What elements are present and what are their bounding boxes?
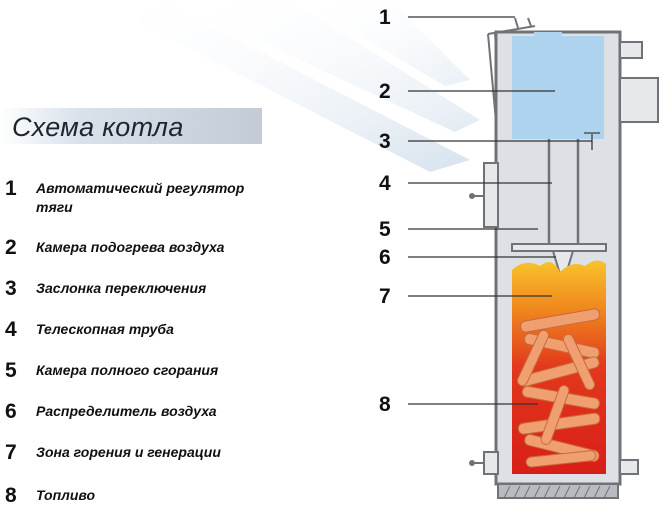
legend-label: Телескопная труба xyxy=(36,321,174,337)
callout-1: 1 xyxy=(379,6,391,29)
callout-5: 5 xyxy=(379,218,391,241)
chamber-cap xyxy=(534,32,562,40)
leader-lines xyxy=(408,16,592,405)
light-beam xyxy=(170,0,480,132)
legend-label: Камера полного сгорания xyxy=(36,362,219,378)
telescopic-tube xyxy=(547,139,580,252)
light-beam xyxy=(95,0,470,172)
top-pipe-fitting xyxy=(619,41,643,59)
legend-number: 8 xyxy=(5,484,17,507)
air-heating-chamber xyxy=(512,36,604,139)
title-band xyxy=(0,108,262,144)
callout-2: 2 xyxy=(379,80,391,103)
bottom-right-fitting xyxy=(619,459,639,475)
air-distributor-plate xyxy=(511,243,607,252)
door-knob xyxy=(469,193,475,199)
light-beam xyxy=(300,0,470,86)
diagram-title: Схема котла xyxy=(12,112,184,142)
flue-outlet xyxy=(619,77,659,123)
legend-number: 4 xyxy=(5,318,17,341)
ash-door xyxy=(483,451,499,475)
legend-number: 1 xyxy=(5,177,17,200)
callout-6: 6 xyxy=(379,246,391,269)
legend-number: 7 xyxy=(5,441,17,464)
legend-label: Зона горения и генерации xyxy=(36,444,221,460)
legend-number: 5 xyxy=(5,359,17,382)
callout-4: 4 xyxy=(379,172,391,195)
legend-label: Топливо xyxy=(36,487,96,503)
legend-number: 3 xyxy=(5,277,17,300)
legend-label: Автоматический регулятор тяги xyxy=(36,180,245,215)
legend-label: Камера подогрева воздуха xyxy=(36,239,225,255)
legend-label: Распределитель воздуха xyxy=(36,403,217,419)
grate-bars xyxy=(503,485,611,499)
callout-3: 3 xyxy=(379,130,391,153)
legend-number: 6 xyxy=(5,400,17,423)
callout-7: 7 xyxy=(379,285,391,308)
legend-label: Заслонка переключения xyxy=(36,280,207,296)
loading-door xyxy=(483,162,499,228)
ash-door-knob xyxy=(469,460,475,466)
callout-8: 8 xyxy=(379,393,391,416)
fuel-logs xyxy=(516,308,601,468)
legend-number: 2 xyxy=(5,236,17,259)
